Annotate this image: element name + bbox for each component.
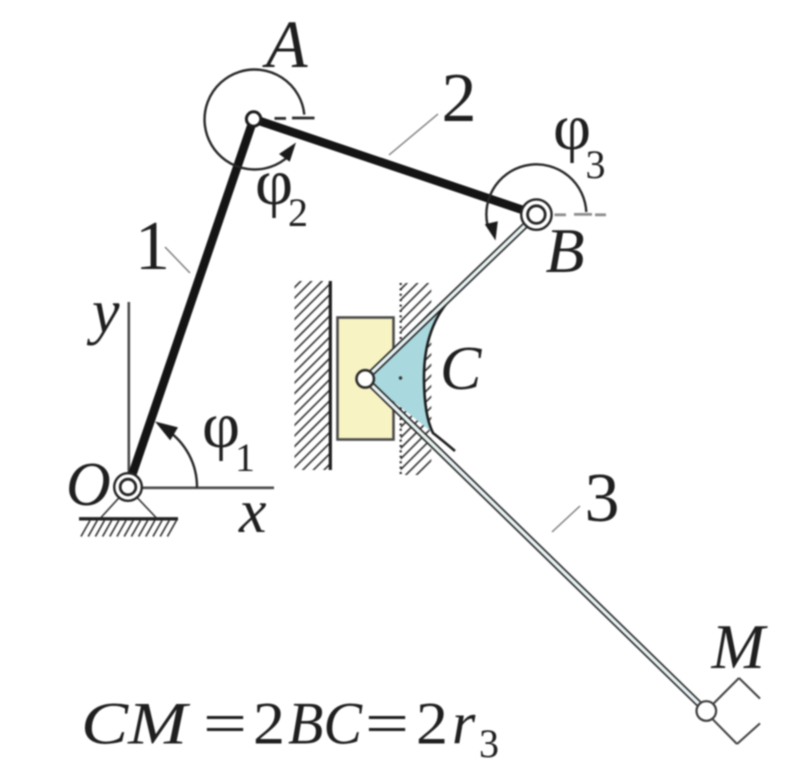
svg-text:O: O	[66, 451, 111, 519]
svg-text:3: 3	[479, 721, 499, 766]
svg-text:1: 1	[135, 208, 170, 285]
svg-text:CM: CM	[81, 691, 191, 757]
svg-text:2: 2	[253, 691, 285, 757]
svg-text:1: 1	[235, 435, 255, 480]
svg-text:φ: φ	[553, 91, 591, 164]
svg-text:x: x	[238, 478, 267, 546]
svg-text:2: 2	[442, 60, 477, 137]
svg-text:3: 3	[586, 142, 606, 187]
svg-text:C: C	[440, 335, 482, 403]
svg-text:φ: φ	[255, 146, 293, 219]
svg-text:M: M	[711, 611, 769, 682]
svg-text:2: 2	[416, 691, 448, 757]
svg-text:A: A	[262, 6, 308, 82]
svg-text:=: =	[365, 691, 409, 757]
svg-text:φ: φ	[202, 389, 240, 462]
svg-text:3: 3	[585, 460, 620, 537]
svg-text:r: r	[452, 691, 476, 757]
svg-text:BC: BC	[288, 691, 363, 757]
svg-text:=: =	[203, 691, 247, 757]
svg-text:2: 2	[288, 190, 308, 235]
svg-text:B: B	[546, 215, 585, 286]
svg-text:y: y	[86, 278, 120, 346]
